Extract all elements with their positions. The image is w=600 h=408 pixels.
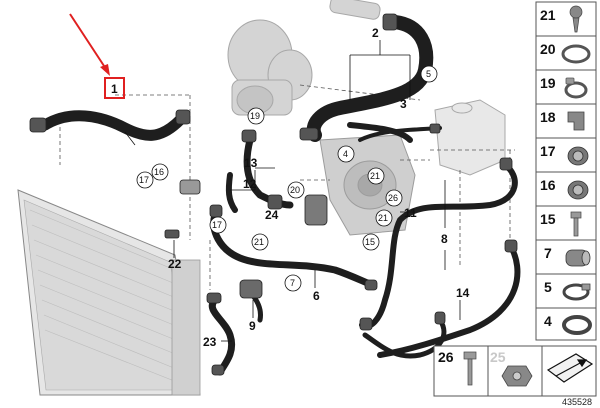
parts-panel: 21 20 19 18 17 16 15 7 5 4: [535, 1, 597, 341]
turbocharger-ghost: [227, 0, 381, 116]
hose-part-3: [347, 122, 413, 143]
hose-part-14: [377, 242, 521, 358]
hose-part-8: [359, 162, 518, 330]
radiator: [17, 189, 201, 396]
callout-1: 1: [111, 82, 118, 96]
hose-part-1: [39, 110, 186, 141]
hose-lower-loop: [362, 317, 447, 359]
hose-part-13: [243, 136, 294, 209]
callout-22: 22: [168, 257, 182, 271]
callout-11: 11: [404, 206, 417, 220]
bottom-part-label-25: 25: [490, 349, 506, 365]
callout-8: 8: [441, 232, 448, 246]
bolt-icon: [570, 211, 582, 237]
band-clamp-icon-2: [562, 315, 592, 335]
parts-panel-label-5: 5: [544, 279, 552, 295]
callout-21c: 21: [254, 237, 264, 247]
callout-13: 13: [244, 156, 258, 170]
parts-panel-label-4: 4: [544, 313, 552, 329]
callout-20: 20: [290, 185, 300, 195]
direction-arrow-icon: [546, 353, 594, 383]
coolant-hoses: [39, 15, 521, 376]
sleeve-icon: [565, 249, 591, 267]
callout-4: 4: [343, 149, 348, 159]
callout-15: 15: [365, 237, 375, 247]
callout-24: 24: [265, 208, 279, 222]
highlight-box: [104, 77, 125, 99]
parts-panel-label-19: 19: [540, 75, 556, 91]
bottom-parts: 26 25: [433, 345, 597, 397]
retaining-clip-icon: [567, 111, 585, 131]
hose-part-23: [208, 296, 236, 376]
annotation-arrow: [69, 13, 109, 73]
parts-panel-label-7: 7: [544, 245, 552, 261]
parts-panel-label-16: 16: [540, 177, 556, 193]
callout-19: 19: [250, 111, 260, 121]
hose-clamp-icon: [562, 283, 591, 301]
screw-icon: [569, 5, 583, 33]
callout-2: 2: [372, 26, 379, 40]
callout-6: 6: [313, 289, 320, 303]
hose-part-12: [225, 172, 238, 213]
hose-connector-icon-2: [567, 180, 589, 200]
callout-17a: 17: [139, 175, 149, 185]
parts-panel-label-17: 17: [540, 143, 556, 159]
callout-16: 16: [154, 167, 164, 177]
callout-12: 12: [243, 177, 257, 191]
callouts: 1 2 3 6 8 9 11 12 13 14 22 23 24: [111, 26, 470, 349]
parts-panel-label-15: 15: [540, 211, 556, 227]
parts-panel-label-21: 21: [540, 7, 556, 23]
hose-part-6: [210, 211, 376, 289]
hose-connector-icon: [567, 146, 589, 166]
parts-panel-label-18: 18: [540, 109, 556, 125]
spring-clamp-icon: [564, 77, 588, 99]
nut-icon: [501, 365, 533, 387]
callout-21a: 21: [370, 171, 380, 181]
bottom-part-label-26: 26: [438, 349, 454, 365]
callout-23: 23: [203, 335, 217, 349]
expansion-tank-ghost: [434, 99, 506, 176]
circled-callout-labels: 5 4 19 16 17 17 20 21 26 21 15 21 7: [139, 69, 431, 288]
callout-3: 3: [400, 97, 407, 111]
callout-14: 14: [456, 286, 470, 300]
connectors: [29, 13, 518, 376]
callout-9: 9: [249, 319, 256, 333]
band-clamp-icon: [561, 44, 591, 64]
hose-part-2: [306, 15, 434, 142]
circled-callouts: [136, 65, 438, 292]
highlight-annotation: [69, 13, 125, 99]
callout-7: 7: [290, 278, 295, 288]
callout-17b: 17: [212, 220, 222, 230]
bolt-icon-bottom: [463, 351, 477, 386]
document-number: 435528: [562, 397, 592, 407]
callout-5: 5: [426, 69, 431, 79]
parts-panel-label-20: 20: [540, 41, 556, 57]
callout-21b: 21: [378, 213, 388, 223]
callout-26: 26: [388, 193, 398, 203]
